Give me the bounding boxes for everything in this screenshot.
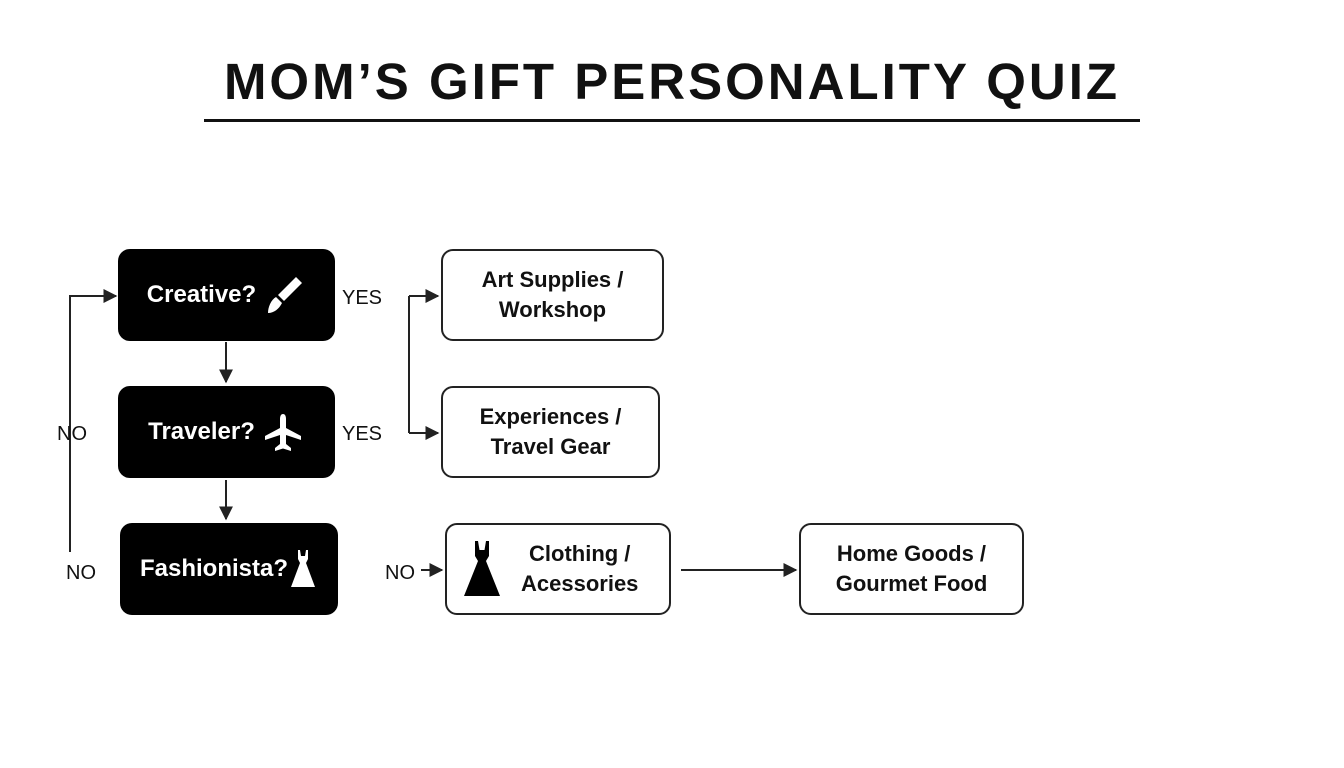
result-experiences-line1: Experiences / — [479, 404, 622, 429]
question-fashionista: Fashionista? — [120, 523, 338, 615]
question-creative-label: Creative? — [146, 281, 257, 308]
title-underline — [204, 119, 1140, 122]
arrow-no-loop-back — [69, 289, 118, 552]
page-title: MOM’S GIFT PERSONALITY QUIZ — [223, 53, 1121, 110]
edge-label-yes-creative: YES — [342, 287, 383, 309]
result-clothing-line1: Clothing / — [529, 541, 631, 566]
result-art-line2: Workshop — [498, 297, 607, 322]
result-home-line2: Gourmet Food — [835, 571, 988, 596]
result-art-line1: Art Supplies / — [481, 267, 624, 292]
edge-label-no-to-clothing: NO — [385, 562, 415, 584]
result-experiences-line2: Travel Gear — [490, 434, 611, 459]
question-fashionista-label: Fashionista? — [139, 555, 289, 582]
dress-icon — [288, 547, 318, 591]
paintbrush-icon — [262, 273, 306, 317]
question-traveler-label: Traveler? — [148, 418, 255, 445]
result-clothing: Clothing / Acessories — [445, 523, 671, 615]
edge-label-no-loop: NO — [57, 423, 87, 445]
result-clothing-line2: Acessories — [521, 571, 639, 596]
edge-label-yes-traveler: YES — [342, 423, 383, 445]
question-creative: Creative? — [118, 249, 335, 341]
airplane-icon — [261, 410, 305, 454]
result-experiences: Experiences / Travel Gear — [441, 386, 660, 478]
dress-icon — [461, 538, 503, 600]
result-home-goods: Home Goods / Gourmet Food — [799, 523, 1024, 615]
edge-label-no-fashionista: NO — [66, 562, 96, 584]
result-home-line1: Home Goods / — [836, 541, 987, 566]
question-traveler: Traveler? — [118, 386, 335, 478]
result-art-supplies: Art Supplies / Workshop — [441, 249, 664, 341]
